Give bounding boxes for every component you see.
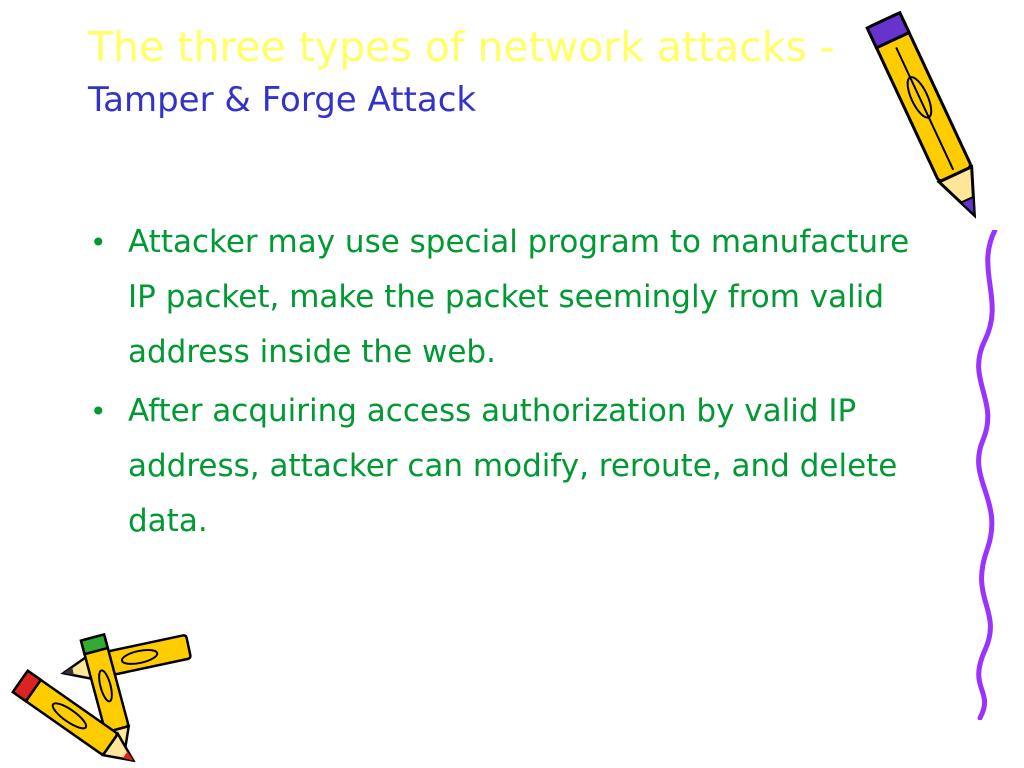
title-subtitle: Tamper & Forge Attack: [88, 80, 477, 120]
bullet-text: Attacker may use special program to manu…: [128, 224, 910, 370]
bullet-dot: •: [90, 395, 107, 428]
pencils-bundle-icon: [11, 632, 192, 763]
bullet-dot: •: [90, 226, 107, 259]
bullet-item: • Attacker may use special program to ma…: [88, 215, 918, 380]
bullet-list: • Attacker may use special program to ma…: [88, 215, 918, 553]
bullet-item: • After acquiring access authorization b…: [88, 384, 918, 549]
pencil-icon: [865, 10, 977, 219]
slide-title: The three types of network attacks - Tam…: [88, 22, 848, 125]
title-main: The three types of network attacks -: [88, 23, 835, 71]
bullet-text: After acquiring access authorization by …: [128, 393, 898, 539]
squiggle-line: [976, 230, 998, 720]
